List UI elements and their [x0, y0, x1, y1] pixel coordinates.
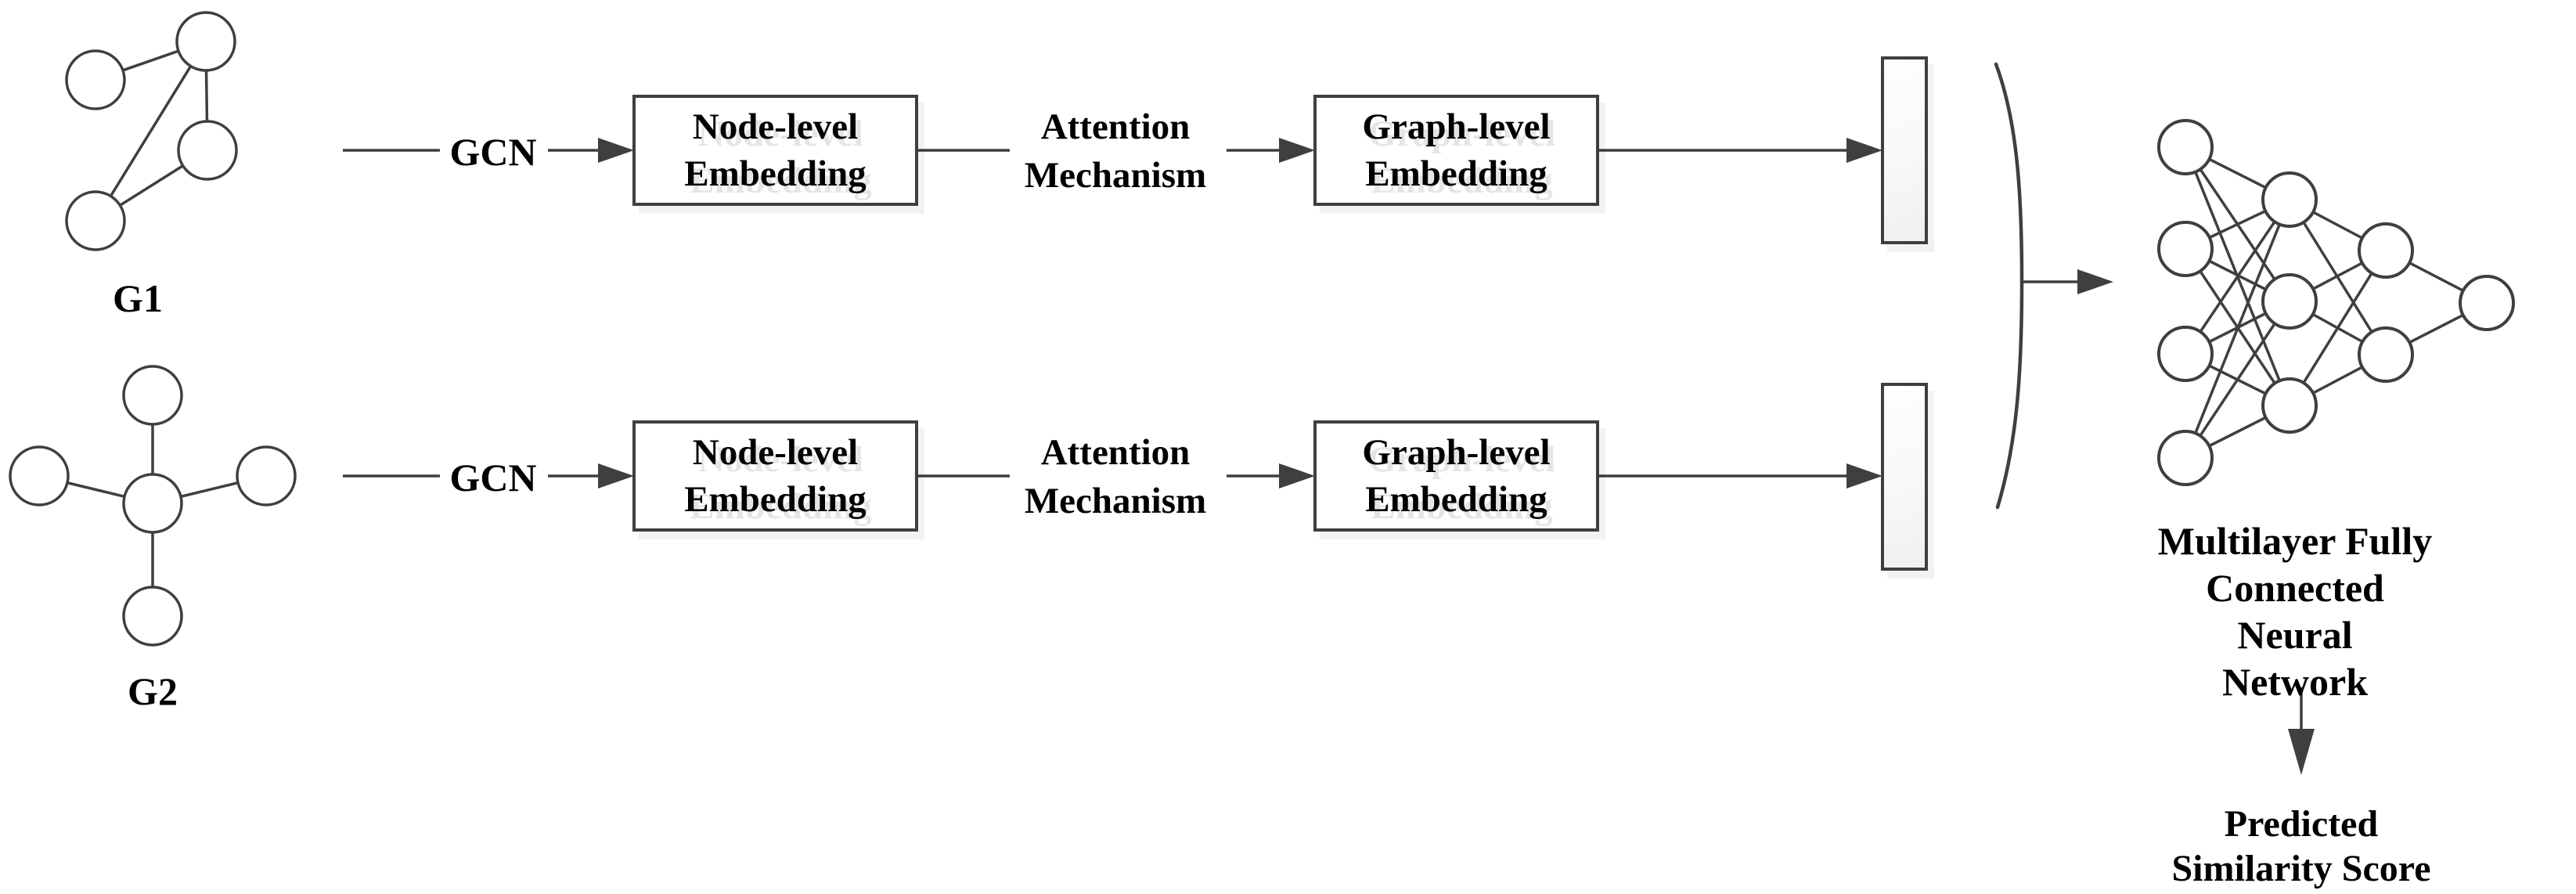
gcn-label-row2: GCN	[449, 456, 537, 499]
down-arrowhead-icon	[2288, 729, 2315, 775]
nn-node	[2157, 221, 2214, 277]
attention-label-row1: Attention Mechanism	[1024, 106, 1207, 196]
graph-node	[122, 586, 183, 647]
graph-embedding-box-row2: Graph-level Embedding	[1313, 420, 1599, 532]
row1-connectors	[343, 138, 1882, 163]
nn-node	[2358, 326, 2414, 383]
nn-node	[2261, 377, 2318, 434]
predicted-score-label: Predicted Similarity Score	[2171, 803, 2431, 889]
graph-node	[65, 49, 126, 110]
mlp-label: Multilayer Fully Connected Neural Networ…	[2157, 519, 2433, 704]
arrowhead-icon	[1279, 463, 1315, 488]
graph-node	[175, 11, 236, 72]
nn-node	[2261, 273, 2318, 330]
arrowhead-icon	[598, 463, 634, 488]
graph-node	[65, 190, 126, 251]
concat-group	[1994, 62, 2113, 510]
concat-brace	[1994, 62, 2024, 510]
nn-node	[2261, 171, 2318, 228]
mlp-network	[2157, 119, 2515, 486]
graph-edge	[94, 41, 207, 222]
graph1-label: G1	[113, 276, 163, 320]
nn-node	[2459, 275, 2515, 331]
embedding-vector-bar-row1	[1881, 56, 1928, 244]
nn-edge	[2184, 301, 2291, 459]
embedding-vector-bar-row2	[1881, 383, 1928, 571]
attention-label-row2: Attention Mechanism	[1024, 432, 1207, 521]
graph-embedding-box-row1: Graph-level Embedding	[1313, 95, 1599, 206]
node-embedding-box-row1: Node-level Embedding	[632, 95, 918, 206]
node-embedding-box-row2: Node-level Embedding	[632, 420, 918, 532]
arrowhead-icon	[1846, 463, 1882, 488]
arrowhead-icon	[2077, 269, 2113, 294]
nn-edge	[2184, 199, 2291, 355]
graph2-label: G2	[128, 669, 178, 713]
arrowhead-icon	[1846, 138, 1882, 163]
graph-g1	[65, 11, 238, 251]
nn-node	[2157, 119, 2214, 175]
graph-node	[177, 120, 238, 181]
output-arrow	[2288, 687, 2315, 775]
gcn-label-row1: GCN	[449, 130, 537, 174]
arrowhead-icon	[1279, 138, 1315, 163]
graph-node	[236, 445, 297, 506]
graph-node	[122, 473, 183, 534]
nn-node	[2157, 430, 2214, 486]
graph-g2	[9, 365, 297, 647]
row2-connectors	[343, 463, 1882, 488]
graph-node	[122, 365, 183, 426]
nn-node	[2157, 326, 2214, 382]
nn-node	[2358, 222, 2414, 279]
nn-edge	[2288, 250, 2387, 406]
nn-edge	[2184, 199, 2291, 459]
graph-node	[9, 445, 70, 506]
arrowhead-icon	[598, 138, 634, 163]
